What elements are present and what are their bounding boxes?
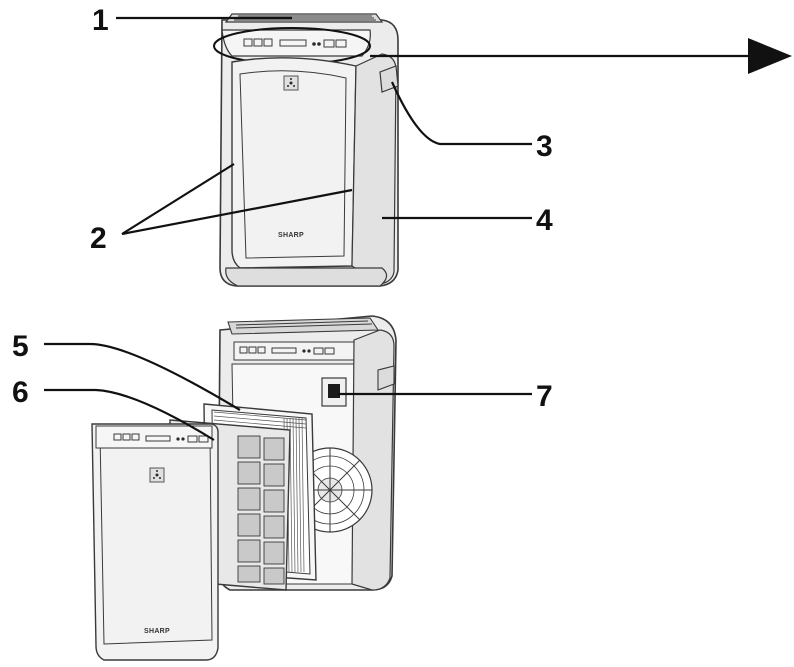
direction-arrow: [370, 38, 792, 74]
callout-2: 2: [90, 222, 107, 255]
handle-bottom: [377, 365, 395, 391]
callout-4: 4: [536, 204, 553, 237]
callout-7: 7: [536, 380, 553, 413]
top-unit: SHARP: [213, 13, 399, 287]
leader-lines: [44, 16, 532, 441]
control-panel-detached: [113, 433, 209, 443]
plasmacluster-logo-panel: [149, 467, 165, 483]
callout-5: 5: [12, 330, 29, 363]
plasmacluster-logo: [283, 75, 299, 91]
control-panel-top: [243, 38, 347, 48]
callout-6: 6: [12, 376, 29, 409]
brand-label-panel: SHARP: [144, 628, 170, 635]
sensor-module: [321, 377, 347, 407]
control-panel-body: [233, 341, 355, 361]
brand-label-top: SHARP: [278, 232, 304, 239]
bottom-top-vent: [227, 317, 380, 335]
callout-3: 3: [536, 130, 553, 163]
callout-labels: 1 2 3 4 5 6 7: [12, 4, 553, 413]
callout-1: 1: [92, 4, 109, 37]
front-panel-detached: SHARP: [91, 423, 219, 661]
